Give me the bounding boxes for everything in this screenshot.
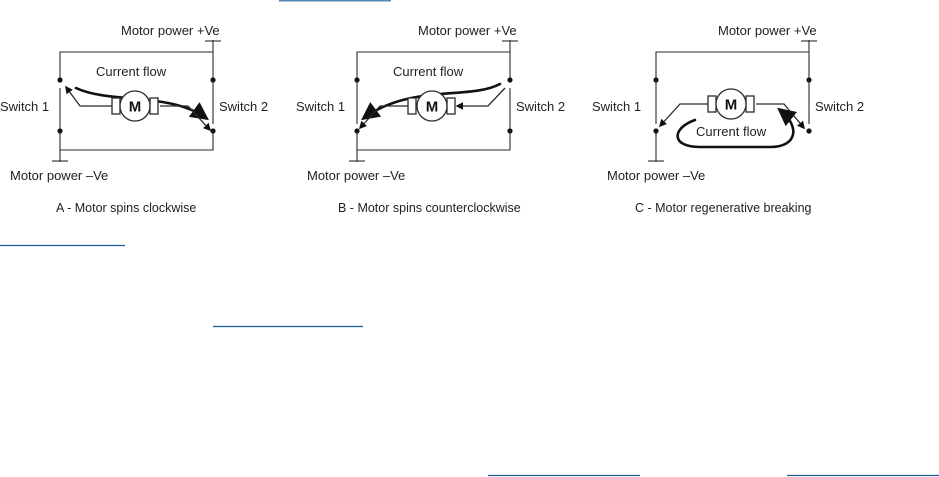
current-flow-loop-arrow xyxy=(676,107,798,149)
switch1-label: Switch 1 xyxy=(0,99,49,114)
motor-symbol xyxy=(416,90,448,122)
motor-symbol xyxy=(715,88,747,120)
top-rail-wire xyxy=(356,51,511,80)
motor-power-negative-label: Motor power –Ve xyxy=(607,168,705,183)
motor-power-positive-label: Motor power +Ve xyxy=(718,23,817,38)
motor-power-negative-label: Motor power –Ve xyxy=(307,168,405,183)
motor-wire-right xyxy=(160,105,212,132)
switch2-bottom-terminal xyxy=(806,128,812,134)
current-flow-label: Current flow xyxy=(696,124,767,139)
motor-wire-right xyxy=(756,103,805,130)
motor-power-positive-label: Motor power +Ve xyxy=(121,23,220,38)
current-flow-label: Current flow xyxy=(96,64,167,79)
motor-wire-left xyxy=(358,105,408,130)
switch2-label: Switch 2 xyxy=(219,99,268,114)
panel-b-counterclockwise: Motor power +Ve Current flow Switch 1 Sw… xyxy=(296,23,565,215)
current-flow-label: Current flow xyxy=(393,64,464,79)
panel-a-clockwise: Motor power +Ve Current flow Switch 1 Sw… xyxy=(0,23,268,215)
switch2-label: Switch 2 xyxy=(815,99,864,114)
motor-wire-left xyxy=(65,85,112,107)
switch1-top-terminal xyxy=(57,77,63,83)
motor-wire-left xyxy=(658,103,708,128)
motor-m-label: M xyxy=(725,97,738,114)
motor-wire-right xyxy=(455,87,506,110)
switch1-label: Switch 1 xyxy=(592,99,641,114)
motor-symbol xyxy=(119,90,151,122)
bottom-rail-wire xyxy=(356,131,511,151)
switch1-label: Switch 1 xyxy=(296,99,345,114)
top-rail-wire xyxy=(59,51,214,80)
bottom-rail-wire xyxy=(59,131,214,151)
motor-m-label: M xyxy=(426,99,439,116)
motor-power-positive-label: Motor power +Ve xyxy=(418,23,517,38)
motor-m-label: M xyxy=(129,99,142,116)
top-rail-wire xyxy=(655,51,810,80)
motor-power-negative-label: Motor power –Ve xyxy=(10,168,108,183)
panel-caption: A - Motor spins clockwise xyxy=(56,201,196,215)
panel-c-regenerative: Motor power +Ve Switch 1 Switch 2 M Curr… xyxy=(592,23,864,215)
switch2-top-terminal xyxy=(507,77,513,83)
panel-caption: B - Motor spins counterclockwise xyxy=(338,201,521,215)
panel-caption: C - Motor regenerative breaking xyxy=(635,201,812,215)
switch2-label: Switch 2 xyxy=(516,99,565,114)
